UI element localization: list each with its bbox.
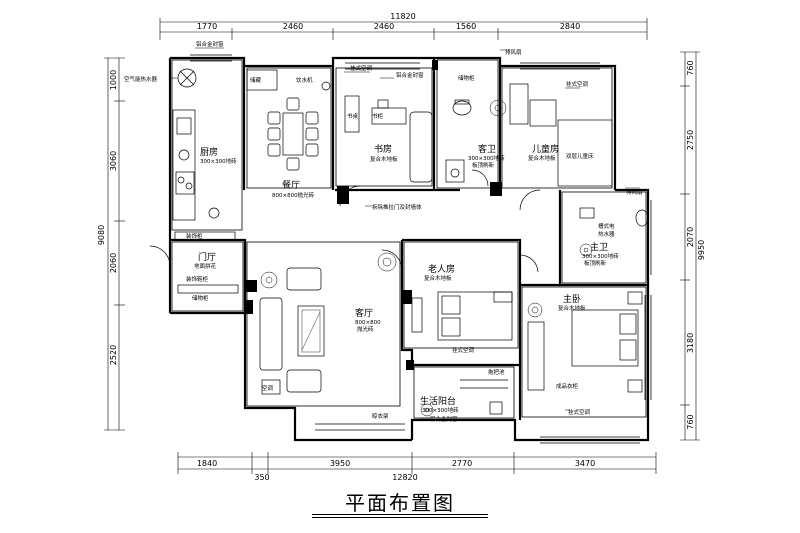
bottom-dim-2: 3950 <box>330 459 350 468</box>
top-dim-1: 1770 <box>197 22 217 31</box>
elder-room-floor: 复合木地板 <box>424 274 452 282</box>
left-dim-3: 2060 <box>109 253 118 273</box>
water-dispenser-label: 饮水机 <box>296 76 313 84</box>
kitchen-name: 厨房 <box>200 146 218 158</box>
left-dim-1: 1000 <box>109 70 118 90</box>
foyer-floor: 地面拼花 <box>194 262 217 270</box>
living-floor-2: 抛光砖 <box>357 325 374 333</box>
leader-lines <box>170 47 640 419</box>
dimension-lines <box>104 18 700 474</box>
top-dim-5: 2840 <box>560 22 580 31</box>
room-labels: 厨房 300×300地砖 餐厅 800×800抛光砖 书房 复合木地板 客卫 3… <box>194 143 619 414</box>
left-dim-4: 2520 <box>109 345 118 365</box>
alu-window-top: 铝合金封窗 <box>196 40 224 48</box>
right-total-dim: 9950 <box>697 240 706 260</box>
study-floor: 复合木地板 <box>370 155 398 163</box>
top-dim-3: 2460 <box>374 22 394 31</box>
living-name: 客厅 <box>355 307 373 319</box>
thin-walls <box>171 54 652 444</box>
dimension-text: 11820 1770 2460 2460 1560 2840 1840 3950… <box>97 12 706 482</box>
master-bed-floor: 复合木地板 <box>558 304 586 312</box>
shoe-cabinet-label: 装饰鞋柜 <box>186 275 209 283</box>
kids-room-name: 儿童房 <box>532 143 559 155</box>
drawing-title: 平面布置图 <box>345 491 455 515</box>
right-dim-4: 3180 <box>686 333 695 353</box>
right-dim-3: 2070 <box>686 227 695 247</box>
right-dim-1: 760 <box>686 60 695 75</box>
left-dim-2: 3060 <box>109 151 118 171</box>
bottom-total-dim: 12820 <box>392 473 417 482</box>
walls <box>168 56 650 442</box>
kids-room-floor: 复合木地板 <box>528 154 556 162</box>
ac-elder: 挂式空调 <box>452 346 475 354</box>
balcony-name: 生活阳台 <box>420 395 456 407</box>
top-dim-4: 1560 <box>456 22 476 31</box>
right-dim-5: 760 <box>686 414 695 429</box>
exhaust-fan-right: 排风扇 <box>626 188 643 196</box>
ac-top-1: 挂式空调 <box>350 64 373 72</box>
master-bath-name: 主卫 <box>590 241 608 253</box>
kitchen-floor: 300×300地砖 <box>200 157 237 165</box>
balcony-floor: 300×300地砖 <box>422 406 459 414</box>
heater-label: 空气能热水器 <box>124 75 158 83</box>
title-underline-2 <box>312 517 488 518</box>
display-cabinet-label: 装饰柜 <box>186 232 203 240</box>
annotation-labels: 铝合金封窗 空气能热水器 挂式空调 铝合金封窗 挂式空调 饮水机 储藏 排风扇 … <box>124 40 643 423</box>
electric-heater-label: 槽式电 <box>598 222 615 230</box>
top-dim-2: 2460 <box>283 22 303 31</box>
right-dim-2: 2750 <box>686 130 695 150</box>
top-total-dim: 11820 <box>390 12 415 21</box>
master-bed-name: 主卧 <box>563 293 581 305</box>
title-underline <box>312 514 488 515</box>
bottom-dim-3: 2770 <box>452 459 472 468</box>
living-floor: 800×800 <box>355 320 381 326</box>
exhaust-fan-top: 排风扇 <box>505 48 522 56</box>
ac-master: 挂式空调 <box>568 408 591 416</box>
wall-note: 拆除推拉门及封墙体 <box>372 203 422 211</box>
bottom-dim-4: 3470 <box>575 459 595 468</box>
elder-room-name: 老人房 <box>428 263 455 275</box>
guest-bath-floor: 300×300地砖 <box>468 154 505 162</box>
study-name: 书房 <box>374 143 392 155</box>
deco-cabinet-label: 储物柜 <box>192 294 209 302</box>
alu-window-bottom: 铝合金封窗 <box>430 415 458 423</box>
dining-name: 餐厅 <box>282 179 300 191</box>
master-bath-floor: 300×300地砖 <box>582 252 619 260</box>
foyer-name: 门厅 <box>198 251 216 263</box>
mop-sink-label: 拖把池 <box>488 368 505 376</box>
bunk-bed-label: 双层儿童床 <box>566 152 594 160</box>
guest-bath-name: 客卫 <box>478 143 496 155</box>
left-total-dim: 9080 <box>97 225 106 245</box>
ac-top-2: 挂式空调 <box>566 80 589 88</box>
plants <box>260 99 593 417</box>
drying-rack-label: 晾衣架 <box>372 412 389 420</box>
bookcase-label: 书柜 <box>372 112 384 120</box>
bottom-dim-1: 1840 <box>197 459 217 468</box>
alu-window-label: 铝合金封窗 <box>396 71 424 79</box>
electric-heater-label-2: 热水器 <box>598 230 615 238</box>
guest-bath-ceiling: 板顶刷新 <box>472 161 495 169</box>
bottom-dim-small: 350 <box>254 473 269 482</box>
master-bath-ceiling: 板顶刷新 <box>584 259 607 267</box>
ac-living: 空调 <box>262 384 274 392</box>
dining-floor: 800×800抛光砖 <box>272 191 315 199</box>
furniture <box>149 68 649 415</box>
wardrobe-label: 成品衣柜 <box>556 382 579 390</box>
storage-label: 储藏 <box>250 76 262 84</box>
desk-label: 书桌 <box>347 112 359 120</box>
storage-cabinet-label: 储物柜 <box>458 74 475 82</box>
